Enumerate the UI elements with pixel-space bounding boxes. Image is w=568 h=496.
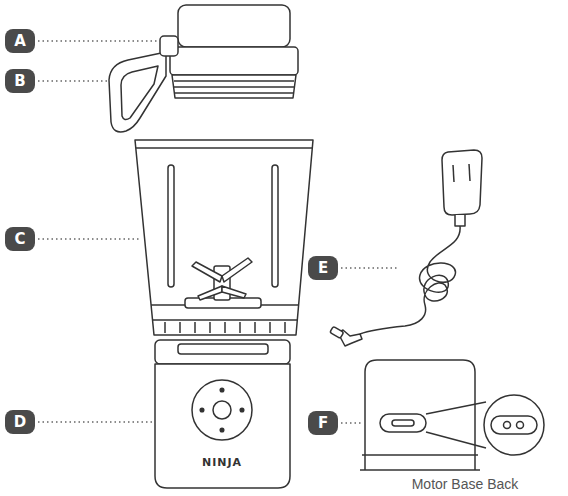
callout-letter: A [5,29,35,53]
callout-letter: D [5,410,35,434]
part-caption: Motor Base Back [410,476,521,492]
motor-base [155,340,290,488]
cup [135,140,313,335]
callout-letter: F [308,411,338,435]
power-adapter [330,150,482,346]
lid [109,5,298,132]
callout-letter: B [5,69,35,93]
brand-logo: NINJA [201,456,243,469]
motor-base-back [360,360,544,470]
callout-letter: E [308,256,338,280]
callout-letter: C [5,227,35,251]
